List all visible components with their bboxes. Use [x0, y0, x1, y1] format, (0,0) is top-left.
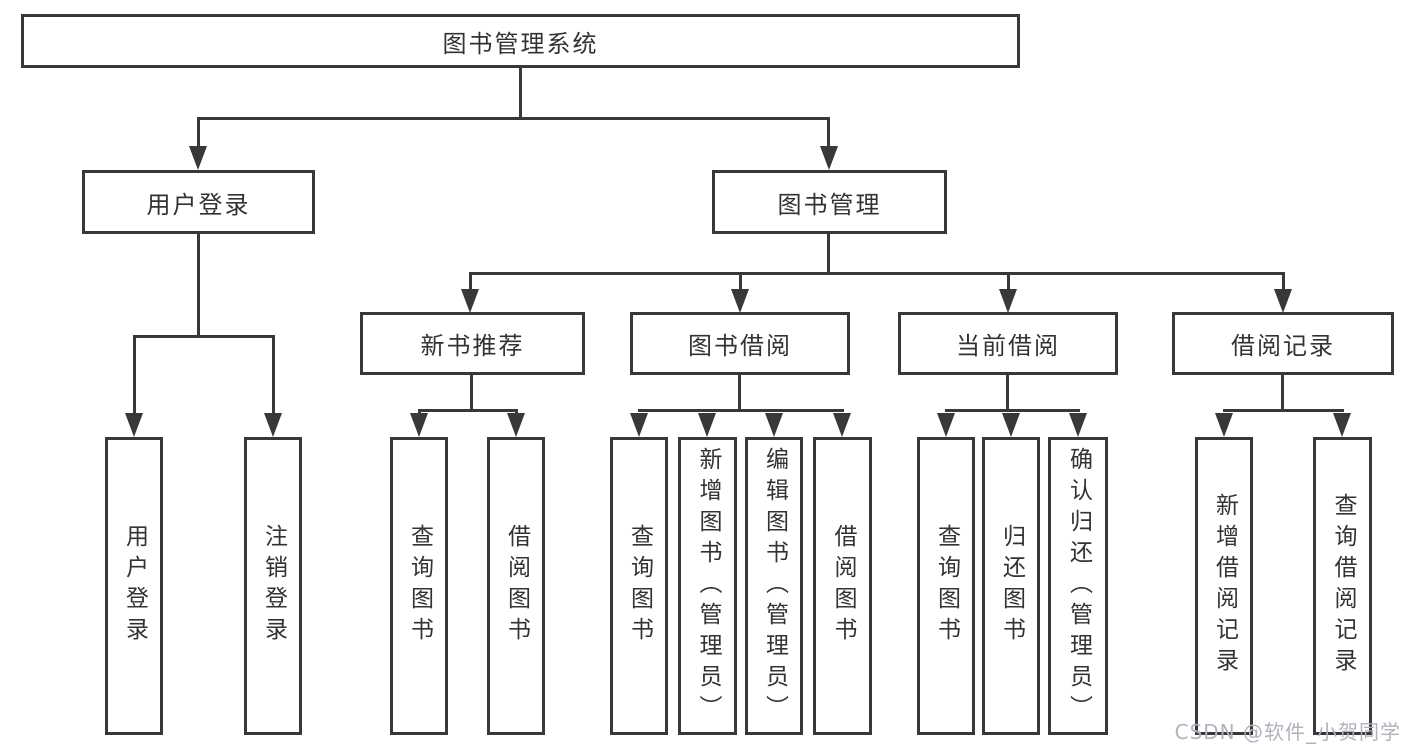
node-borrow-record: 借阅记录 — [1172, 312, 1394, 375]
leaf-label: 确认归还（管理员） — [1065, 446, 1092, 726]
connector-user-login-stem — [197, 234, 200, 338]
leaf-label: 新增图书（管理员） — [695, 446, 721, 726]
connector-to-book-management — [827, 117, 830, 150]
connector-current-borrow-rail — [945, 409, 1080, 412]
connector-to-book-borrow — [739, 272, 742, 294]
connector-to-new-book — [469, 272, 472, 294]
connector-book-borrow-rail — [638, 409, 844, 412]
leaf-confirm-return-admin: 确认归还（管理员） — [1048, 437, 1108, 735]
leaf-user-login: 用户登录 — [105, 437, 163, 735]
arrow-down-icon — [125, 413, 143, 437]
connector-borrow-record-stem — [1281, 375, 1284, 412]
connector-root-rail — [197, 117, 830, 120]
leaf-add-borrow-record: 新增借阅记录 — [1195, 437, 1253, 735]
connector-to-login-leaf — [133, 335, 136, 417]
arrow-down-icon — [765, 413, 783, 437]
connector-to-borrow-record — [1282, 272, 1285, 294]
connector-book-management-stem — [827, 234, 830, 274]
leaf-label: 新增借阅记录 — [1211, 493, 1238, 679]
arrow-down-icon — [264, 413, 282, 437]
csdn-watermark: CSDN @软件_小贺同学 — [1174, 720, 1401, 744]
leaf-borrow-books: 借阅图书 — [813, 437, 872, 735]
node-label: 新书推荐 — [420, 332, 525, 360]
arrow-down-icon — [1069, 413, 1087, 437]
leaf-query-books-current: 查询图书 — [917, 437, 975, 735]
node-book-borrow: 图书借阅 — [630, 312, 850, 375]
connector-root-stem — [519, 68, 522, 120]
arrow-down-icon — [820, 146, 838, 170]
leaf-label: 查询图书 — [933, 524, 960, 648]
arrow-down-icon — [1002, 413, 1020, 437]
arrow-down-icon — [1215, 413, 1233, 437]
leaf-return-books: 归还图书 — [982, 437, 1040, 735]
connector-user-login-rail — [133, 335, 274, 338]
arrow-down-icon — [698, 413, 716, 437]
node-label: 当前借阅 — [956, 332, 1060, 360]
connector-borrow-record-rail — [1223, 409, 1344, 412]
connector-to-current-borrow — [1007, 272, 1010, 294]
arrow-down-icon — [731, 289, 749, 313]
connector-new-book-rail — [418, 409, 518, 412]
leaf-label: 查询图书 — [406, 524, 433, 648]
node-label: 用户登录 — [146, 190, 251, 219]
arrow-down-icon — [507, 413, 525, 437]
leaf-query-books-recommend: 查询图书 — [390, 437, 448, 735]
node-current-borrow: 当前借阅 — [898, 312, 1118, 375]
node-user-login: 用户登录 — [82, 170, 315, 234]
arrow-down-icon — [461, 289, 479, 313]
leaf-label: 借阅图书 — [830, 524, 856, 648]
arrow-down-icon — [630, 413, 648, 437]
connector-to-user-login — [197, 117, 200, 150]
arrow-down-icon — [410, 413, 428, 437]
leaf-label: 归还图书 — [998, 524, 1025, 648]
node-label: 图书借阅 — [688, 332, 792, 360]
leaf-borrow-books-recommend: 借阅图书 — [487, 437, 545, 735]
leaf-label: 用户登录 — [121, 524, 148, 648]
arrow-down-icon — [1274, 289, 1292, 313]
arrow-down-icon — [937, 413, 955, 437]
node-new-book-recommend: 新书推荐 — [360, 312, 585, 375]
arrow-down-icon — [1333, 413, 1351, 437]
connector-current-borrow-stem — [1006, 375, 1009, 412]
leaf-label: 查询借阅记录 — [1330, 493, 1356, 679]
node-library-management-system: 图书管理系统 — [21, 14, 1020, 68]
leaf-label: 编辑图书（管理员） — [761, 446, 788, 726]
leaf-label: 查询图书 — [626, 524, 653, 648]
node-book-management: 图书管理 — [712, 170, 947, 234]
connector-book-management-rail — [469, 272, 1285, 275]
connector-to-logout-leaf — [272, 335, 275, 417]
leaf-label: 注销登录 — [260, 524, 287, 648]
leaf-edit-books-admin: 编辑图书（管理员） — [745, 437, 803, 735]
node-label: 借阅记录 — [1231, 332, 1335, 360]
arrow-down-icon — [833, 413, 851, 437]
arrow-down-icon — [999, 289, 1017, 313]
node-label: 图书管理系统 — [442, 29, 599, 58]
connector-book-borrow-stem — [738, 375, 741, 412]
connector-new-book-stem — [470, 375, 473, 412]
arrow-down-icon — [189, 146, 207, 170]
node-label: 图书管理 — [777, 190, 882, 219]
leaf-query-books-borrow: 查询图书 — [610, 437, 668, 735]
leaf-logout: 注销登录 — [244, 437, 302, 735]
leaf-add-books-admin: 新增图书（管理员） — [678, 437, 737, 735]
leaf-query-borrow-record: 查询借阅记录 — [1313, 437, 1372, 735]
leaf-label: 借阅图书 — [503, 524, 530, 648]
